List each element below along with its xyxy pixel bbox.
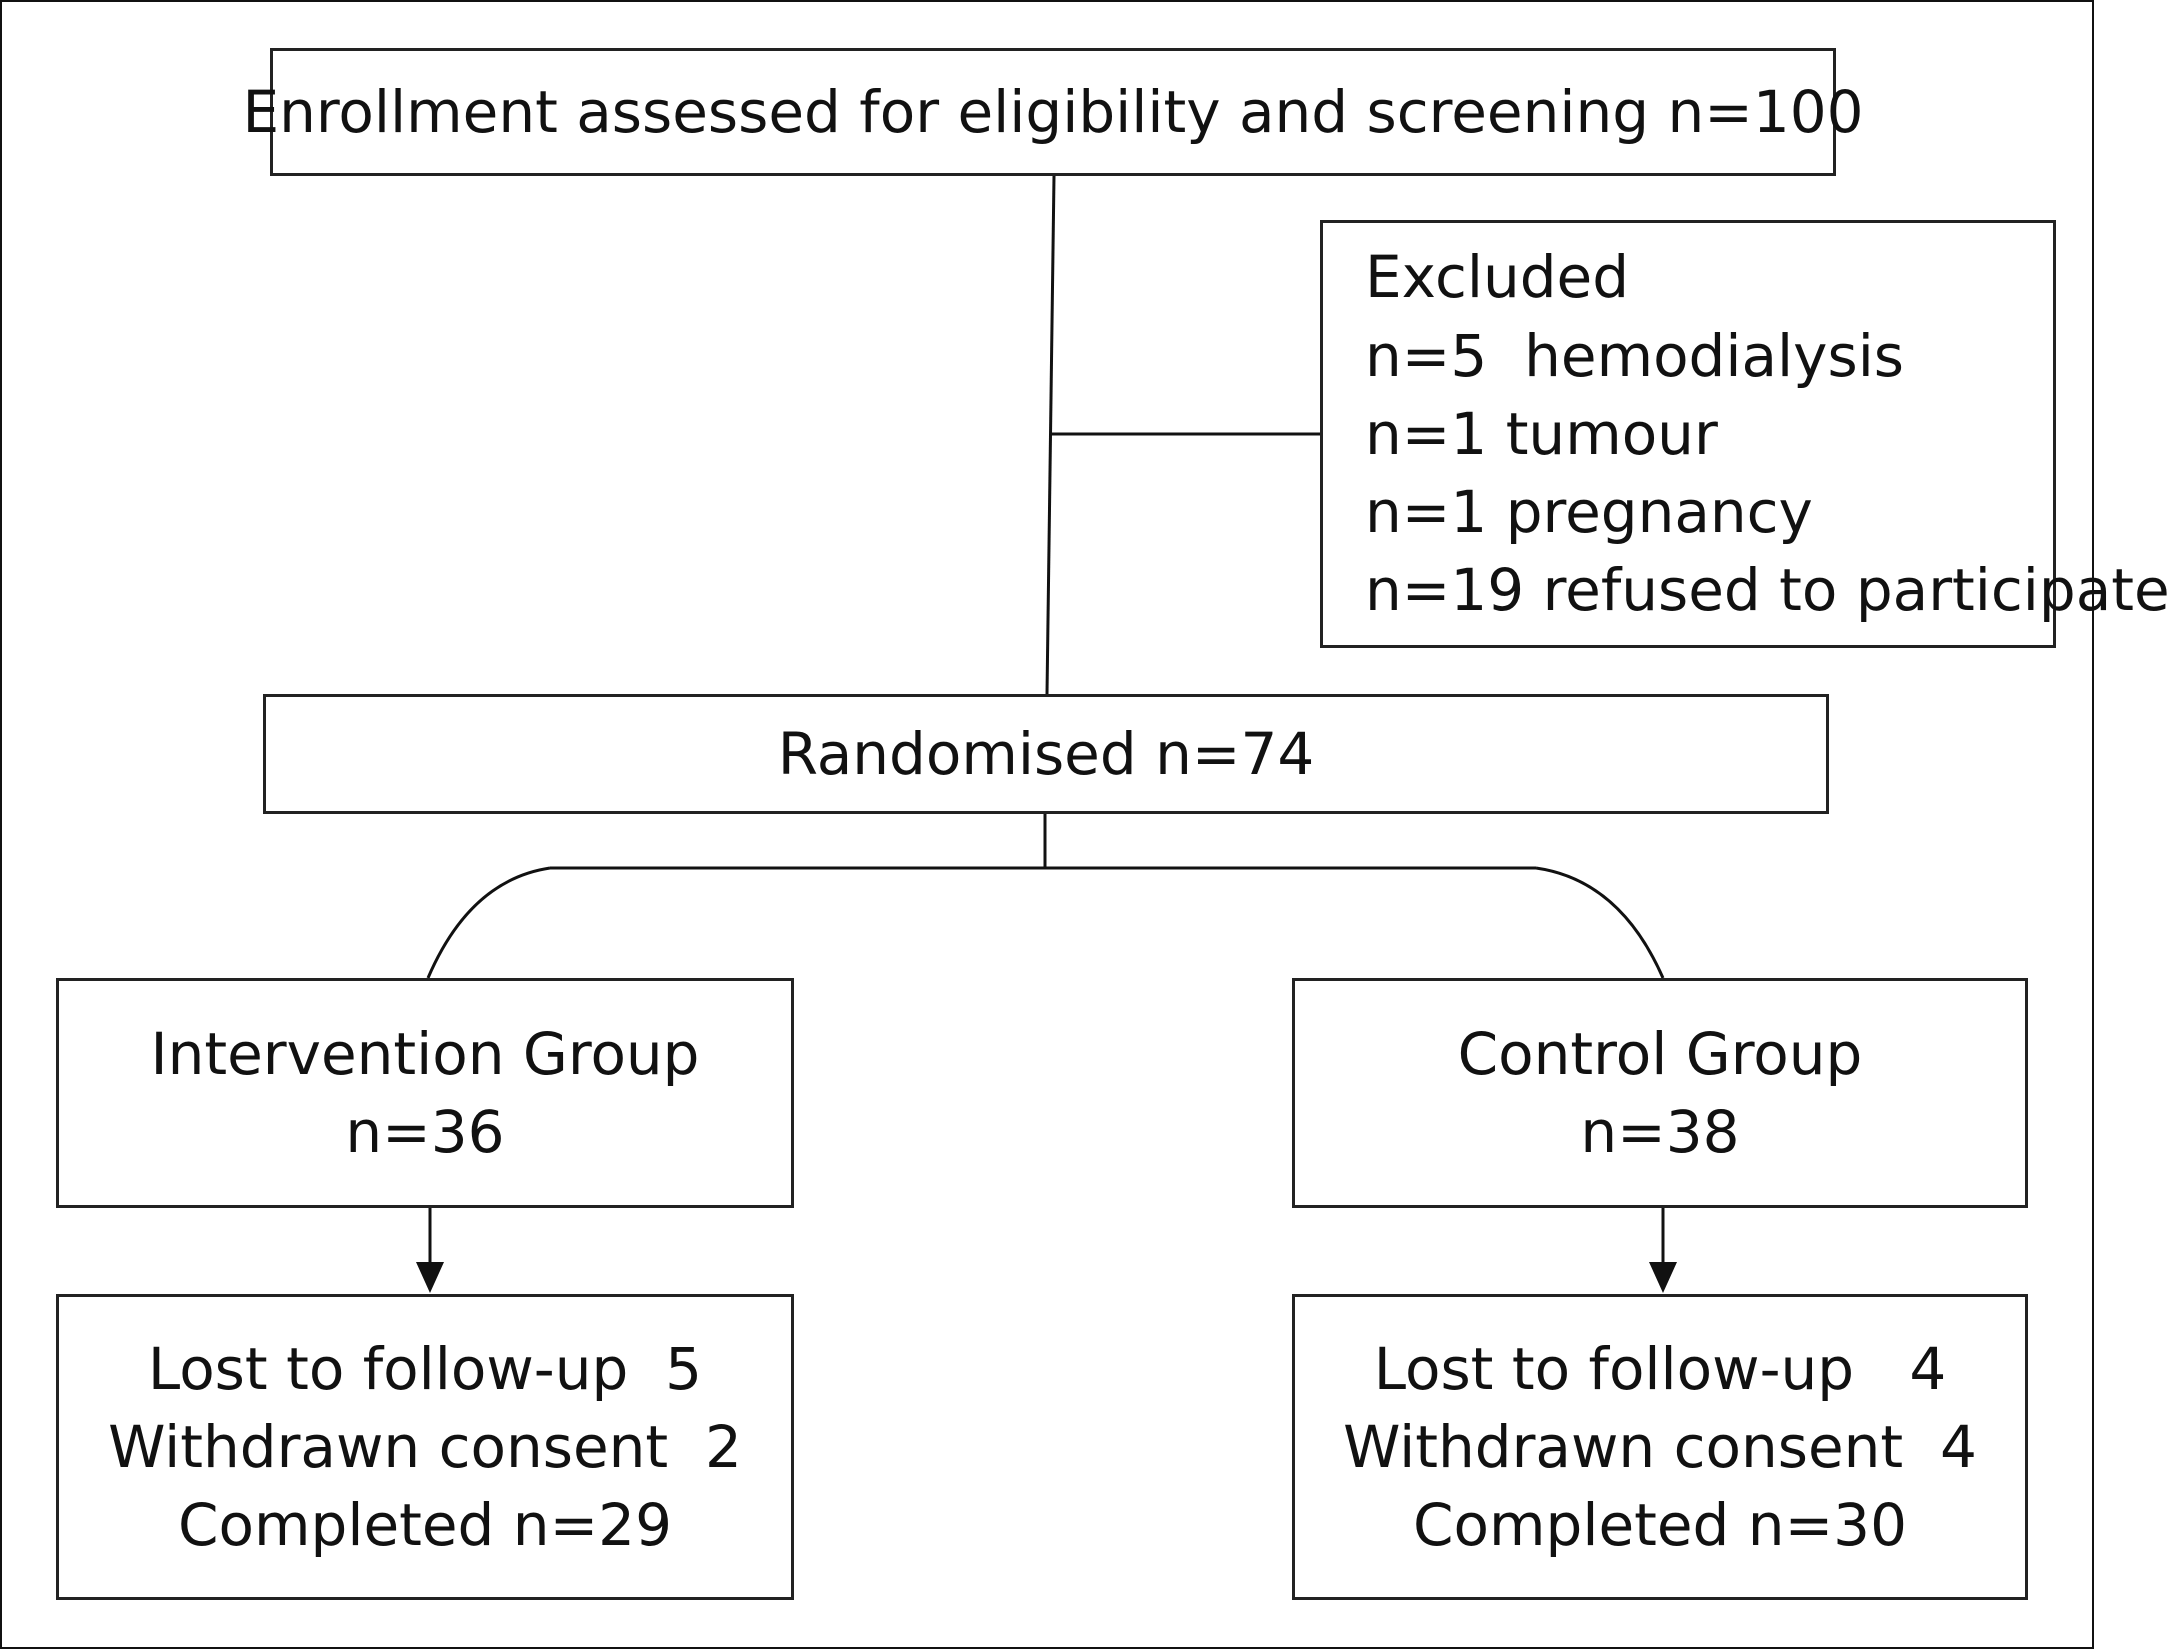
control-group-box: Control Group n=38 [1292,978,2028,1208]
enrollment-box: Enrollment assessed for eligibility and … [242,48,1864,176]
intervention-completed: Completed n=29 [178,1491,672,1560]
control-group-count: n=38 [1580,1098,1740,1166]
randomised-box: Randomised n=74 [263,694,1829,814]
control-lost-to-followup: Lost to follow-up 4 [1373,1334,1947,1403]
control-arrowhead [1649,1262,1677,1293]
intervention-group-name: Intervention Group [150,1019,700,1088]
curve-to-control [1535,866,1665,979]
enrollment-to-randomised-line [1045,175,1056,695]
excluded-reason-pregnancy: n=1 pregnancy [1365,478,1813,547]
control-completed: Completed n=30 [1413,1491,1907,1560]
randomised-text: Randomised n=74 [777,719,1315,788]
control-withdrawn-consent: Withdrawn consent 4 [1343,1412,1977,1481]
intervention-group-count: n=36 [345,1098,505,1166]
excluded-box: Excluded n=5 hemodialysis n=1 tumour n=1… [1320,220,2170,648]
flow-connectors [416,175,1677,1293]
excluded-reason-hemodialysis: n=5 hemodialysis [1365,321,1905,390]
intervention-followup-box: Lost to follow-up 5 Withdrawn consent 2 … [56,1294,794,1600]
intervention-withdrawn-consent: Withdrawn consent 2 [108,1412,742,1481]
excluded-title: Excluded [1365,243,1630,312]
control-group-name: Control Group [1457,1019,1863,1088]
intervention-group-box: Intervention Group n=36 [56,978,794,1208]
excluded-reason-tumour: n=1 tumour [1365,399,1718,468]
intervention-lost-to-followup: Lost to follow-up 5 [147,1334,703,1403]
intervention-arrowhead [416,1262,444,1293]
enrollment-text: Enrollment assessed for eligibility and … [242,77,1864,146]
diagram-frame [0,0,2094,1649]
excluded-reason-refused: n=19 refused to participate [1365,556,2170,625]
curve-to-intervention [426,866,551,979]
control-followup-box: Lost to follow-up 4 Withdrawn consent 4 … [1292,1294,2028,1600]
